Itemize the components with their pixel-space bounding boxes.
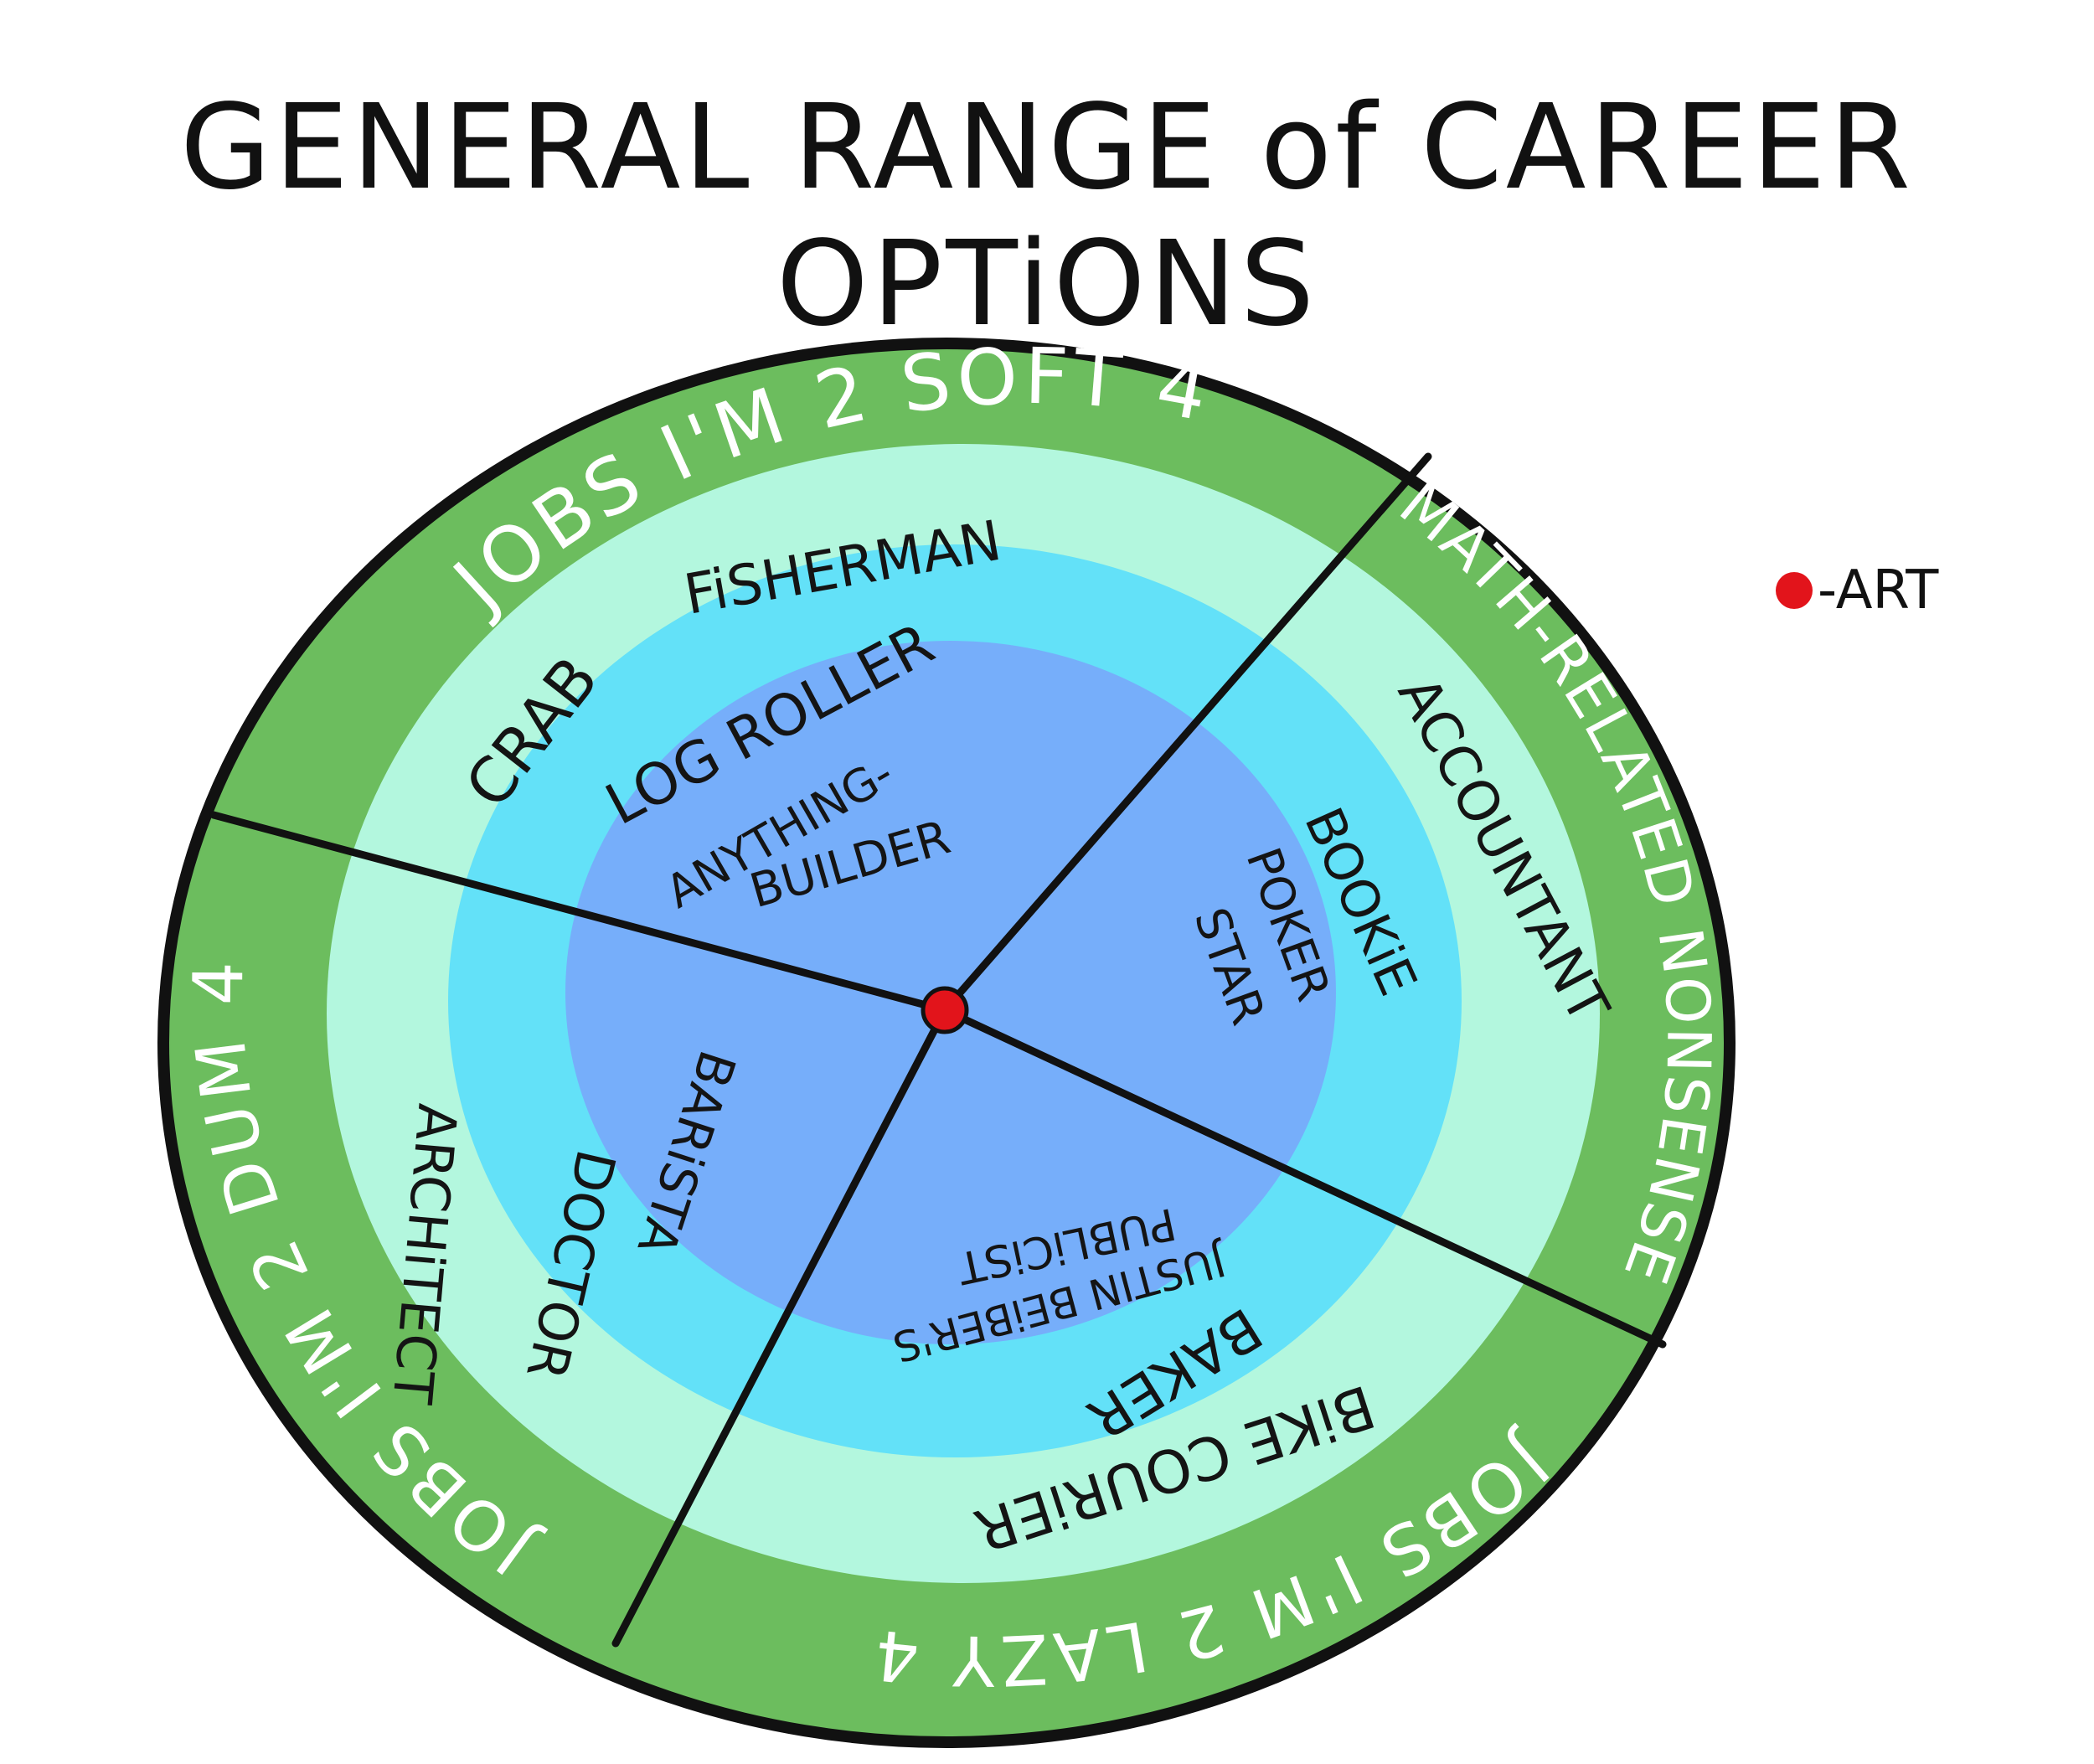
- legend-label: -ART: [1818, 560, 1939, 622]
- legend: -ART: [1776, 560, 1938, 622]
- center-dot: [921, 986, 969, 1034]
- divider-bottom: [611, 1006, 949, 1648]
- diagram-title: GENERAL RANGE of CAREER OPTiONS: [180, 80, 1914, 353]
- legend-dot-icon: [1776, 572, 1813, 609]
- divider-right: [941, 1006, 1667, 1349]
- divider-left: [209, 811, 949, 1014]
- divider-top-right: [941, 452, 1432, 1014]
